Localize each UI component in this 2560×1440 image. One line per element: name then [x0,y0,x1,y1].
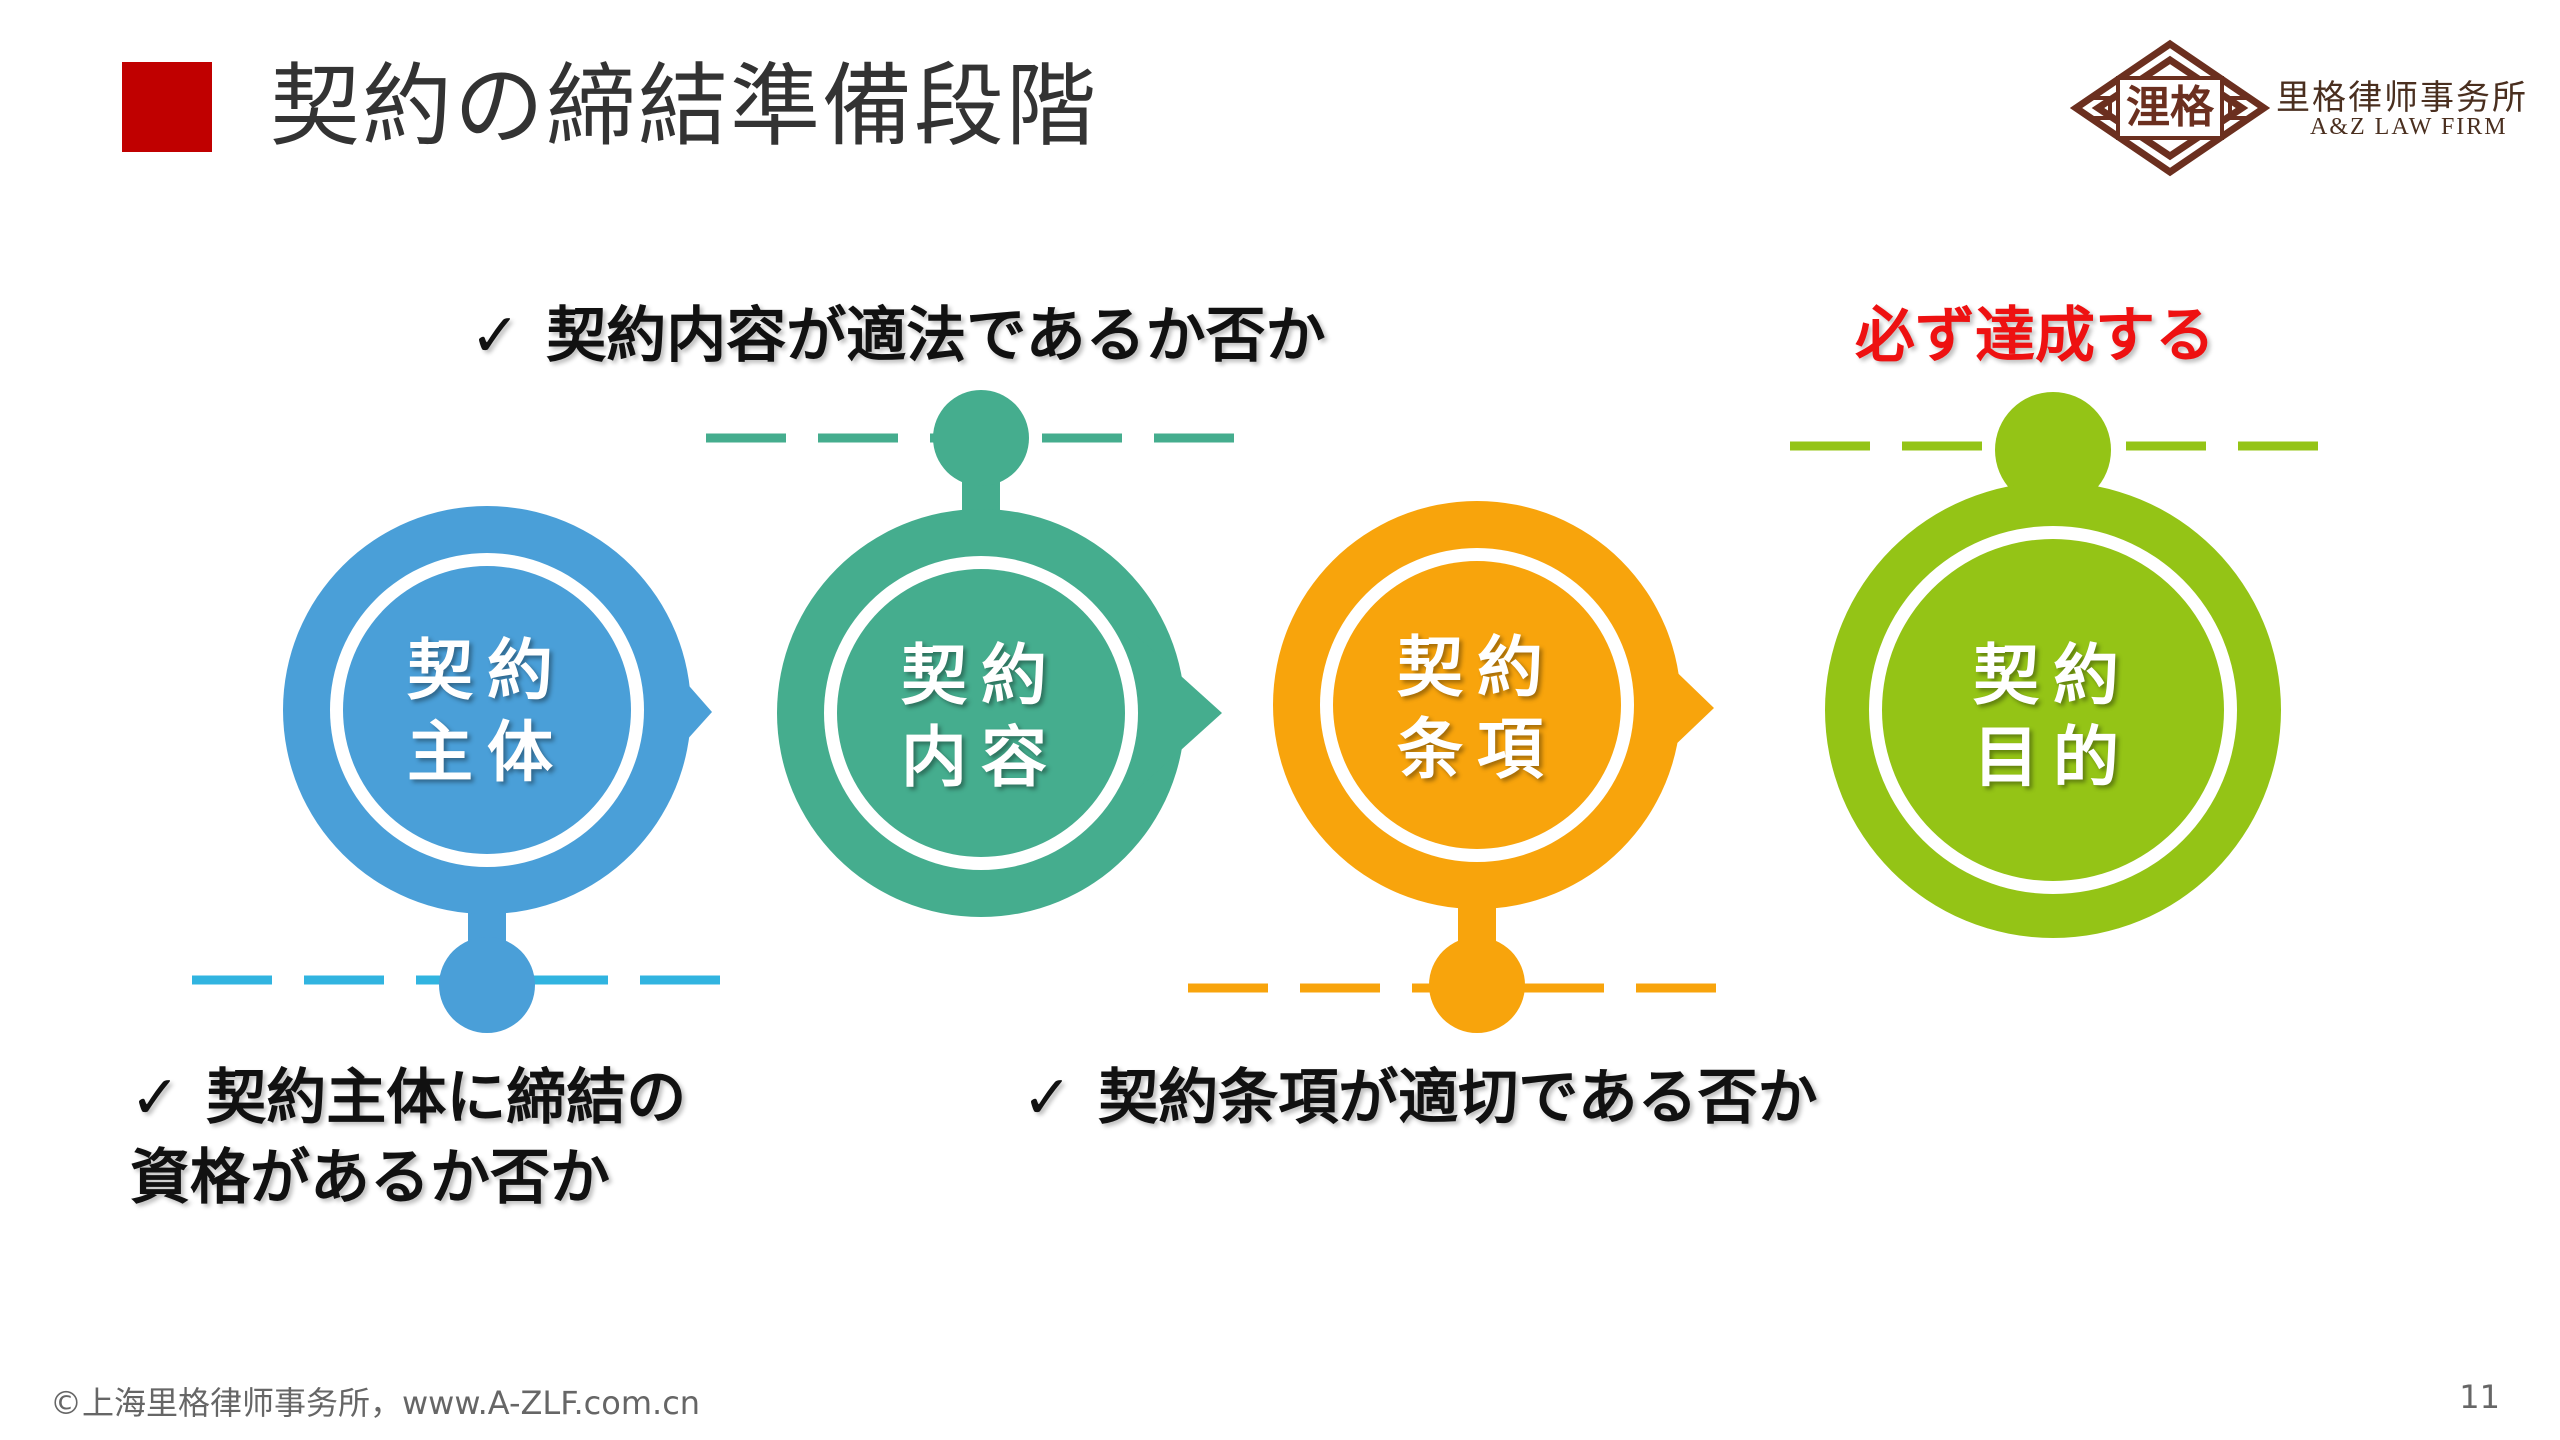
seal-text: 浬格 [2126,82,2215,133]
seal-icon: 浬格 [2070,39,2270,177]
check-icon: ✓ [470,301,521,371]
node-label-contract-terms: 契約条項 [1397,629,1557,788]
check-icon: ✓ [1022,1063,1073,1133]
node-label-contract-subject: 契約主体 [407,632,567,791]
node-contract-content [706,390,1240,917]
firm-name-en: A&Z LAW FIRM [2310,114,2508,140]
footer-copyright: ©上海里格律师事务所，www.A-ZLF.com.cn [50,1384,701,1422]
node-contract-subject [192,506,730,1033]
caption-subject-qualification: ✓契約主体に締結の資格があるか否か [130,1063,687,1213]
page-number: 11 [2459,1378,2500,1416]
check-icon: ✓ [130,1063,181,1133]
page-title: 契約の締結準備段階 [270,54,1098,159]
caption-goal: 必ず達成する [1855,301,2215,371]
firm-name-cn: 里格律师事务所 [2276,78,2528,118]
node-label-contract-content: 契約内容 [901,637,1061,796]
firm-logo: 浬格 里格律师事务所 A&Z LAW FIRM [2070,38,2530,178]
node-contract-purpose [1790,392,2325,938]
node-contract-terms [1188,501,1720,1033]
caption-content-legality: ✓契約内容が適法であるか否か [470,301,1326,371]
title-accent-square [122,62,212,152]
node-label-contract-purpose: 契約目的 [1973,637,2133,796]
caption-terms-appropriateness: ✓契約条項が適切である否か [1022,1063,1818,1133]
